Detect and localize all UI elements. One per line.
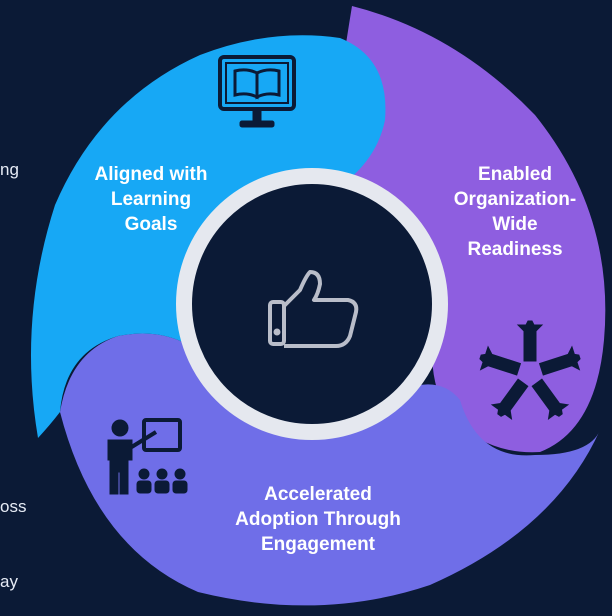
segment-bottom bbox=[60, 333, 600, 606]
label-line: Learning bbox=[110, 189, 192, 210]
side-text-fragment: ng bbox=[0, 160, 19, 179]
label-line: Readiness bbox=[467, 239, 563, 260]
presentation-audience-icon bbox=[107, 418, 188, 495]
label-line: Accelerated bbox=[264, 484, 372, 505]
monitor-book-icon bbox=[218, 55, 296, 128]
side-text-fragment: ay bbox=[0, 572, 18, 591]
thumbs-up-icon bbox=[268, 270, 359, 348]
label-line: Organization- bbox=[453, 189, 577, 210]
label-line: Wide bbox=[492, 214, 538, 235]
label-line: Engagement bbox=[260, 534, 376, 555]
label-top-left: Aligned with Learning Goals bbox=[66, 162, 236, 237]
label-line: Goals bbox=[124, 214, 178, 235]
label-bottom: Accelerated Adoption Through Engagement bbox=[200, 482, 436, 557]
label-right: Enabled Organization- Wide Readiness bbox=[430, 162, 600, 262]
side-text-fragment: oss bbox=[0, 497, 27, 516]
label-line: Aligned with bbox=[94, 164, 208, 185]
label-line: Adoption Through bbox=[235, 509, 401, 530]
center-hub bbox=[176, 168, 448, 440]
label-line: Enabled bbox=[478, 164, 552, 185]
hands-together-icon bbox=[479, 320, 581, 421]
